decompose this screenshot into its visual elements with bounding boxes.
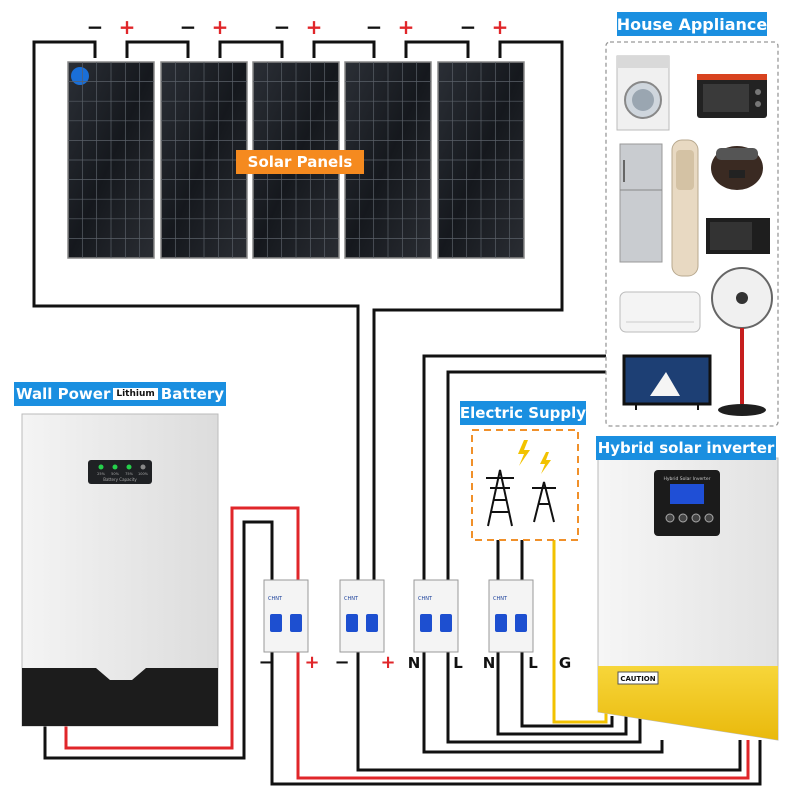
hybrid-solar-inverter: Hybrid Solar Inverter CAUTION: [597, 457, 779, 741]
panel-2-plus: +: [212, 15, 229, 39]
wall-air-conditioner-icon: [619, 291, 701, 333]
battery-capacity-panel: [88, 460, 152, 484]
floor-air-conditioner-icon: [671, 139, 699, 277]
appliance-panel: [605, 41, 779, 427]
ac-wiring: [356, 354, 742, 772]
house-appliance-label: House Appliance: [617, 12, 767, 36]
television-icon: [622, 354, 712, 410]
panel-1-minus: −: [87, 15, 104, 39]
pv-wiring: [32, 40, 564, 580]
rice-cooker-icon: [711, 146, 763, 190]
live-terminal: L: [528, 654, 538, 672]
breaker-handle: [270, 614, 282, 632]
wall-lithium-battery-label: Wall Power Lithium Battery: [14, 382, 226, 406]
pv-minus-terminal: −: [334, 652, 349, 673]
battery-plus-terminal: +: [304, 652, 319, 673]
panel-2-minus: −: [180, 15, 197, 39]
breaker-handle: [346, 614, 358, 632]
breaker-handle: [440, 614, 452, 632]
breaker-handle: [515, 614, 527, 632]
refrigerator-icon: [619, 143, 663, 263]
panel-3-plus: +: [306, 15, 323, 39]
battery-level-label: 75%: [125, 472, 133, 476]
breaker-handle: [290, 614, 302, 632]
panel-5-plus: +: [492, 15, 509, 39]
inverter-screen-title: Hybrid Solar Inverter: [663, 476, 710, 482]
circuit-breaker: CHNT: [488, 579, 534, 653]
pv-plus-terminal: +: [380, 652, 395, 673]
breaker-brand: CHNT: [418, 596, 433, 602]
caution-label: [617, 671, 659, 685]
battery-level-label: 25%: [97, 472, 105, 476]
battery-text: Battery: [160, 385, 225, 403]
transmission-tower-icon: [486, 469, 514, 527]
panel-5-minus: −: [460, 15, 477, 39]
live-terminal: L: [453, 654, 463, 672]
battery-level-label: 100%: [138, 472, 149, 476]
battery-minus-terminal: −: [258, 652, 273, 673]
caution-text: CAUTION: [620, 675, 655, 683]
panel-1-plus: +: [119, 15, 136, 39]
panel-polarity-markers: − + − + − + − + − +: [87, 15, 509, 39]
circuit-breaker: CHNT: [339, 579, 385, 653]
panel-3-minus: −: [274, 15, 291, 39]
brand-logo-icon: [71, 67, 89, 85]
wall-lithium-battery: 25% 50% 75% 100% Battery Capacity: [21, 413, 219, 727]
ground-terminal: G: [559, 654, 571, 672]
lightning-icon: [518, 440, 551, 474]
hybrid-inverter-label: Hybrid solar inverter: [596, 436, 776, 460]
battery-level-label: 50%: [111, 472, 119, 476]
neutral-terminal: N: [408, 654, 421, 672]
circuit-breaker: CHNT: [263, 579, 309, 653]
microwave-icon: [706, 218, 770, 254]
inverter-lcd-screen: [670, 484, 704, 504]
breaker-brand: CHNT: [344, 596, 359, 602]
panel-4-minus: −: [366, 15, 383, 39]
wall-power-text: Wall Power: [15, 385, 111, 403]
panel-4-plus: +: [398, 15, 415, 39]
transmission-tower-icon: [532, 481, 556, 523]
breaker-brand: CHNT: [493, 596, 508, 602]
circuit-breaker: CHNT: [413, 579, 459, 653]
electric-supply-group: [471, 429, 579, 541]
electric-supply-label: Electric Supply: [460, 401, 586, 425]
standing-fan-icon: [711, 267, 773, 416]
solar-panels-label: Solar Panels: [236, 150, 364, 174]
neutral-terminal: N: [483, 654, 496, 672]
breaker-group: CHNT CHNT CHNT CHNT: [263, 579, 534, 653]
lithium-badge: Lithium: [113, 388, 158, 400]
battery-wiring: [43, 506, 762, 786]
breaker-handle: [495, 614, 507, 632]
breaker-handle: [366, 614, 378, 632]
toaster-oven-icon: [697, 74, 767, 118]
ground-wiring: [552, 540, 608, 724]
breaker-handle: [420, 614, 432, 632]
breaker-terminal-labels: − + − + N L N L G: [258, 652, 571, 673]
battery-capacity-caption: Battery Capacity: [103, 477, 137, 482]
breaker-brand: CHNT: [268, 596, 283, 602]
washing-machine-icon: [616, 55, 670, 131]
